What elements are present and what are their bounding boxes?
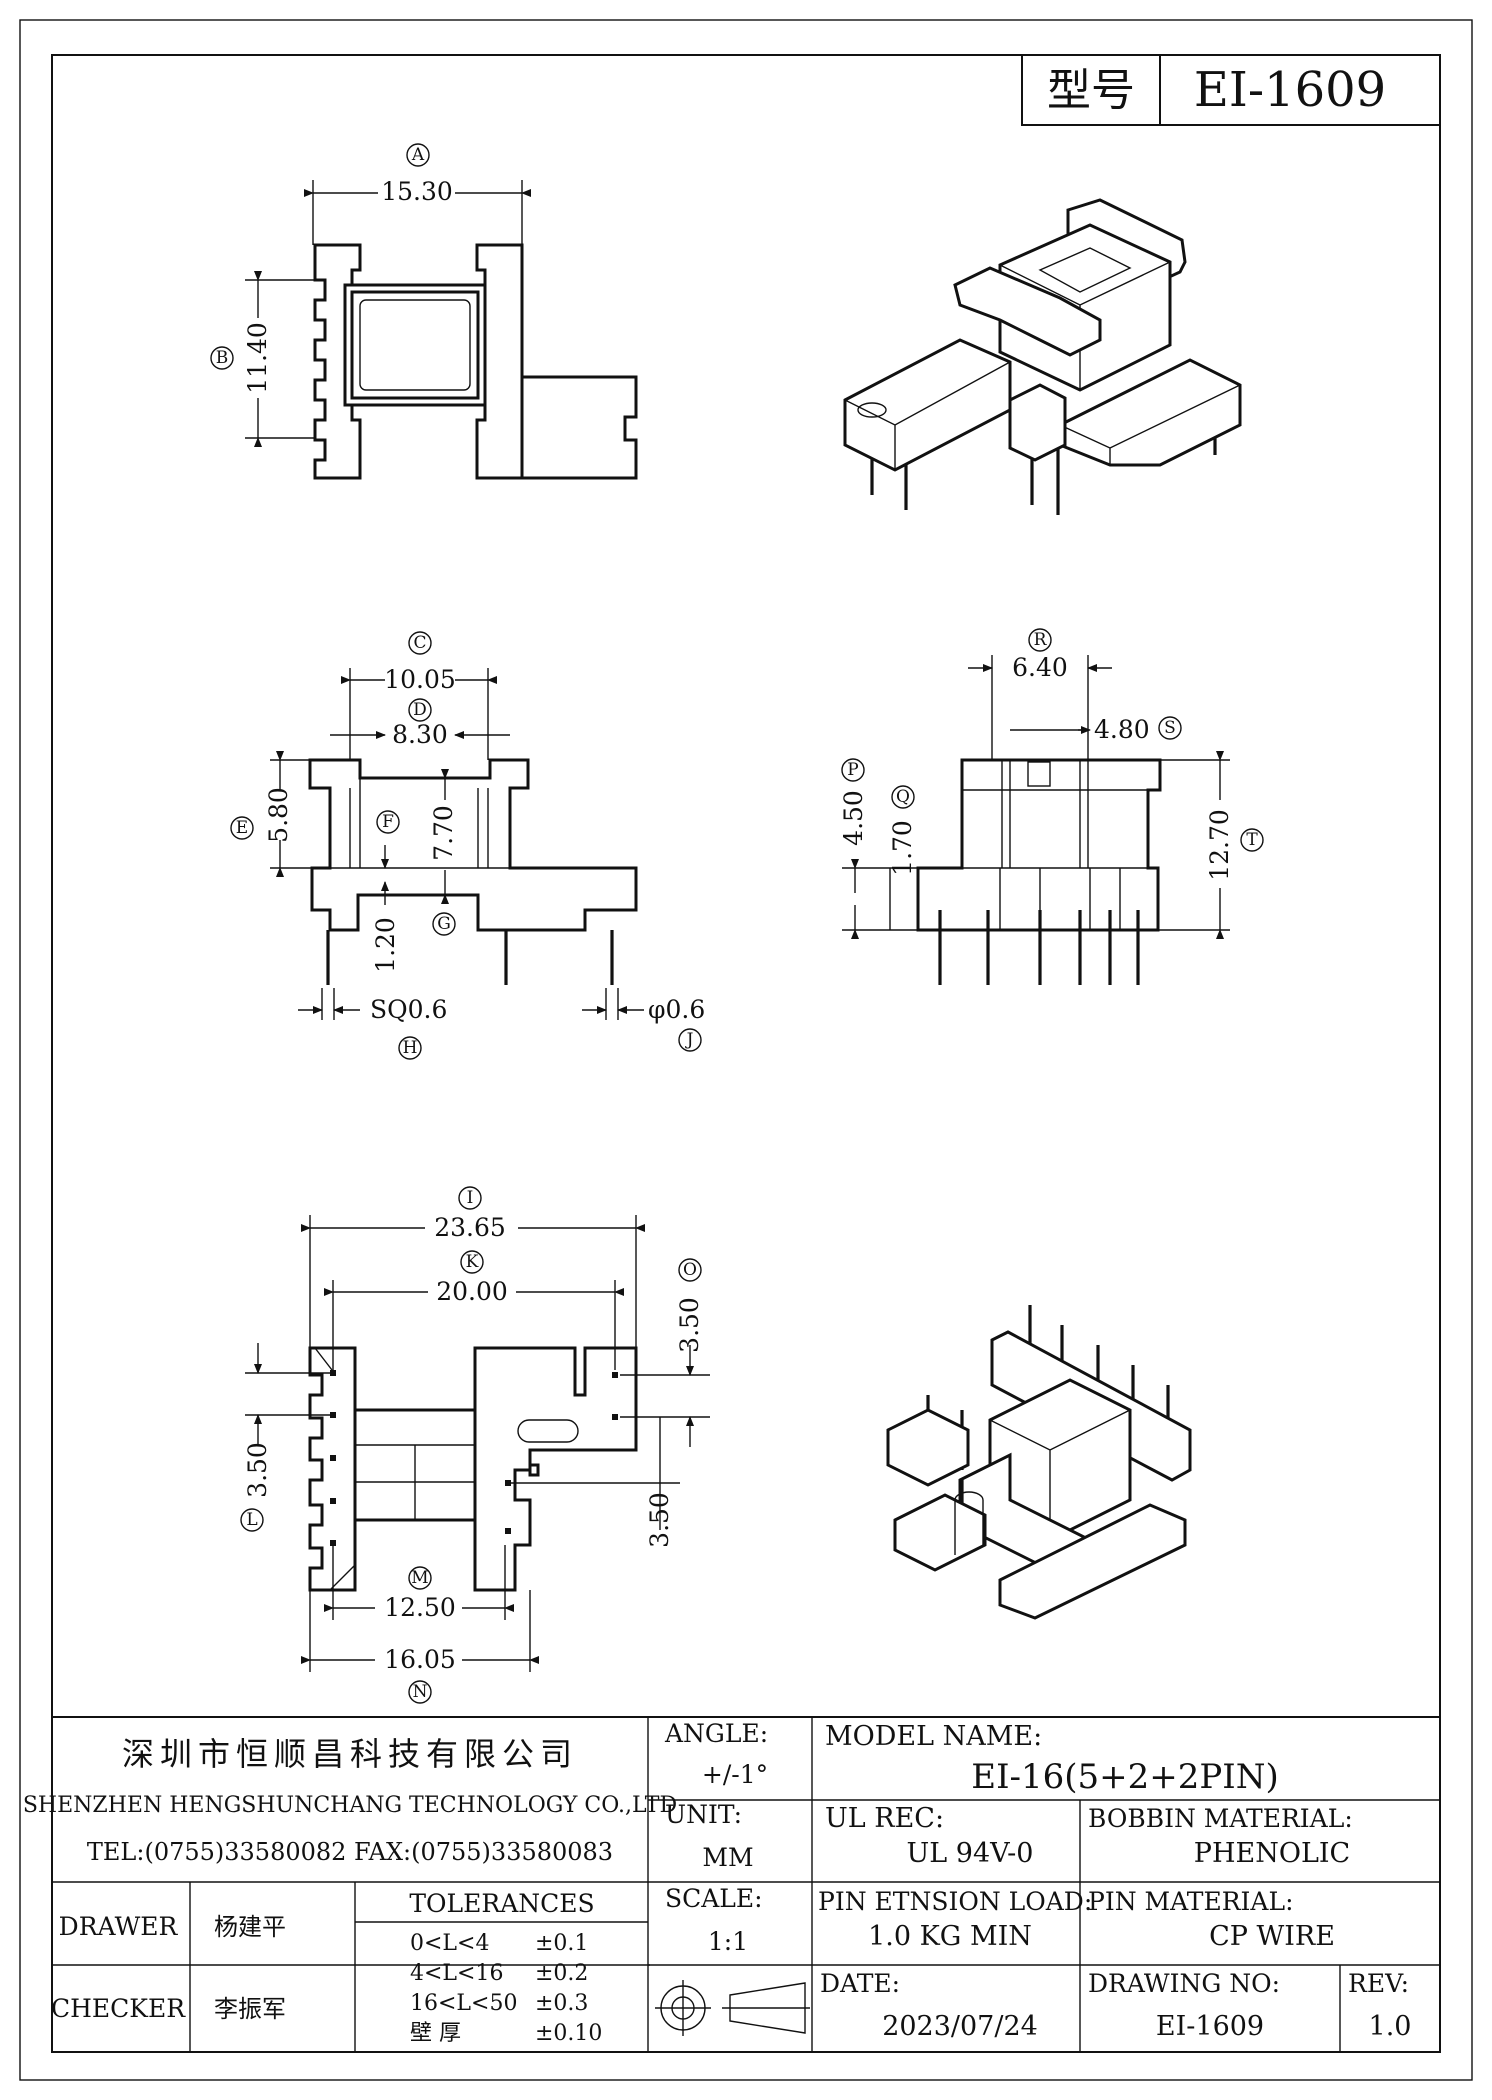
date-label: DATE: (820, 1969, 900, 1998)
dim-n-value: 16.05 (384, 1645, 456, 1674)
unit-label: UNIT: (665, 1800, 742, 1829)
dim-q-value: 1.70 (888, 820, 917, 876)
dim-c-value: 10.05 (384, 665, 456, 694)
scale-label: SCALE: (665, 1884, 763, 1913)
tol-range-3: 壁 厚 (410, 2021, 461, 2046)
dim-d-value: 8.30 (392, 720, 448, 749)
dim-j-value: φ0.6 (648, 995, 705, 1024)
date-value: 2023/07/24 (882, 2011, 1038, 2042)
dim-f-tag: F (382, 812, 394, 832)
dim-c-tag: C (413, 633, 426, 653)
model-box: 型号 EI-1609 (1021, 54, 1441, 126)
dim-k-tag: K (466, 1252, 479, 1272)
tolerances-title: TOLERANCES (409, 1889, 594, 1918)
dim-a-tag: A (411, 145, 425, 165)
iso-view-top (843, 198, 1242, 515)
dim-q-tag: Q (896, 787, 910, 807)
dim-t-tag: T (1246, 830, 1258, 850)
drawer-name: 杨建平 (214, 1913, 286, 1941)
model-name-value: EI-16(5+2+2PIN) (971, 1757, 1278, 1797)
dim-t-value: 12.70 (1205, 809, 1234, 881)
bobbin-material-label: BOBBIN MATERIAL: (1088, 1804, 1353, 1833)
dim-b-value: 11.40 (243, 322, 272, 394)
company-name-cn: 深圳市恒顺昌科技有限公司 (122, 1735, 578, 1773)
model-name-label: MODEL NAME: (825, 1721, 1042, 1752)
pin-material-value: CP WIRE (1209, 1921, 1335, 1952)
dim-i-tag: I (467, 1188, 474, 1208)
unit-value: MM (702, 1843, 753, 1872)
side-view: 6.40 R 4.80 S 4.50 P 1.70 Q 12.70 T (839, 628, 1264, 985)
outer-frame (19, 19, 1473, 2081)
dim-r-tag: R (1034, 630, 1048, 650)
inner-frame (51, 54, 1441, 2053)
rev-value: 1.0 (1369, 2011, 1412, 2042)
dim-g-value: 1.20 (371, 917, 400, 973)
dim-o-tag: O (683, 1260, 697, 1280)
dim-a-value: 15.30 (381, 177, 453, 206)
dim-f-value: 7.70 (429, 805, 458, 861)
scale-value: 1:1 (708, 1927, 748, 1956)
dim-l-tag: L (246, 1510, 257, 1530)
drawer-label: DRAWER (59, 1912, 179, 1941)
tol-value-1: ±0.2 (535, 1961, 588, 1986)
dim-h-tag: H (403, 1038, 418, 1058)
tol-value-0: ±0.1 (535, 1931, 588, 1956)
projection-symbol-icon (655, 1980, 810, 2036)
dim-p-value: 4.50 (839, 790, 868, 846)
ul-rec-value: UL 94V-0 (907, 1838, 1034, 1869)
dim-d-tag: D (413, 700, 427, 720)
dim-n2-value: 3.50 (645, 1492, 674, 1548)
pin-tension-value: 1.0 KG MIN (868, 1921, 1032, 1952)
checker-name: 李振军 (214, 1995, 286, 2023)
pin-tension-label: PIN ETNSION LOAD: (818, 1887, 1092, 1916)
company-name-en: SHENZHEN HENGSHUNCHANG TECHNOLOGY CO.,LT… (23, 1793, 677, 1818)
angle-label: ANGLE: (664, 1719, 768, 1748)
tol-range-0: 0<L<4 (410, 1931, 489, 1956)
iso-view-bottom (886, 1305, 1192, 1620)
dim-l-value: 3.50 (243, 1442, 272, 1498)
dim-k-value: 20.00 (436, 1277, 508, 1306)
dim-p-tag: P (847, 760, 858, 780)
drawing-no-value: EI-1609 (1156, 2011, 1264, 2042)
dim-r-value: 6.40 (1012, 653, 1068, 682)
dim-j-tag: J (685, 1030, 694, 1050)
dim-m-tag: M (411, 1568, 428, 1588)
title-block: 深圳市恒顺昌科技有限公司 SHENZHEN HENGSHUNCHANG TECH… (23, 1716, 1440, 2052)
model-box-value: EI-1609 (1194, 62, 1386, 118)
dim-o-value: 3.50 (675, 1297, 704, 1353)
company-contact: TEL:(0755)33580082 FAX:(0755)33580083 (87, 1838, 613, 1866)
angle-value: +/-1° (702, 1760, 768, 1789)
ul-rec-label: UL REC: (825, 1803, 944, 1834)
rev-label: REV: (1348, 1969, 1409, 1998)
dim-m-value: 12.50 (384, 1593, 456, 1622)
bobbin-material-value: PHENOLIC (1194, 1838, 1350, 1869)
dim-s-value: 4.80 (1094, 715, 1150, 744)
dim-h-value: SQ0.6 (370, 995, 447, 1024)
dim-b-tag: B (216, 348, 229, 368)
model-box-label: 型号 (1047, 65, 1135, 116)
checker-label: CHECKER (51, 1994, 186, 2023)
tol-range-2: 16<L<50 (410, 1991, 517, 2016)
tol-value-2: ±0.3 (535, 1991, 588, 2016)
dim-n-tag: N (413, 1682, 428, 1702)
drawing-no-label: DRAWING NO: (1088, 1969, 1280, 1998)
front-view: 10.05 C 8.30 D 5.80 E 7.70 F 1.20 G SQ0. (230, 631, 705, 1060)
dim-e-value: 5.80 (264, 787, 293, 843)
dim-g-tag: G (437, 914, 451, 934)
dim-s-tag: S (1164, 718, 1176, 738)
dim-i-value: 23.65 (434, 1213, 506, 1242)
pin-material-label: PIN MATERIAL: (1088, 1887, 1294, 1916)
top-view: 15.30 A 11.40 B (210, 143, 638, 480)
bottom-view: 23.65 I 20.00 K 3.50 O 3.50 3.50 L (240, 1186, 710, 1704)
tol-value-3: ±0.10 (535, 2021, 602, 2046)
dim-e-tag: E (236, 818, 248, 838)
tol-range-1: 4<L<16 (410, 1961, 503, 1986)
